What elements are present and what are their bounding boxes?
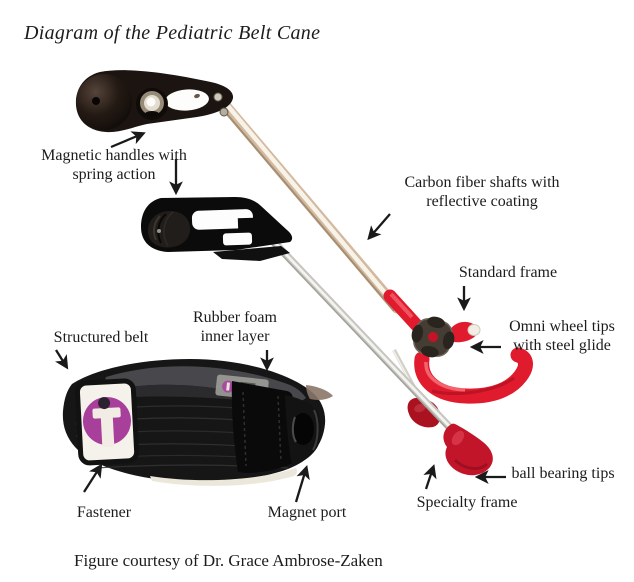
arrow-carbon-fiber <box>367 213 391 241</box>
omni-wheel-tip-photo <box>383 289 481 358</box>
arrow-fastener <box>83 463 103 493</box>
diagram-title: Diagram of the Pediatric Belt Cane <box>24 22 321 44</box>
arrow-magnetic-handle-top <box>110 131 146 149</box>
velcro-strap-photo <box>231 381 295 473</box>
shaft-specialty-photo <box>268 236 465 443</box>
label-carbon-fiber-line1: Carbon fiber shafts with <box>404 174 560 191</box>
label-magnetic-handles: Magnetic handles with spring action <box>28 146 200 184</box>
label-magnet-port: Magnet port <box>267 504 347 521</box>
label-omni-wheel-line2: with steel glide <box>513 337 611 354</box>
label-magnetic-handles-line2: spring action <box>72 166 156 183</box>
label-carbon-fiber-line2: reflective coating <box>426 193 538 210</box>
shaft-standard-photo <box>218 98 403 314</box>
label-omni-wheel-line1: Omni wheel tips <box>509 318 615 335</box>
ball-bearing-tip-photo <box>443 423 493 476</box>
label-standard-frame: Standard frame <box>458 264 558 281</box>
label-specialty-frame: Specialty frame <box>416 494 518 511</box>
label-fastener: Fastener <box>76 504 132 521</box>
magnetic-handle-top-photo <box>75 70 234 133</box>
label-rubber-foam: Rubber foam inner layer <box>168 308 302 346</box>
belt-label-photo <box>74 378 140 466</box>
label-omni-wheel: Omni wheel tips with steel glide <box>494 317 630 355</box>
label-magnetic-handles-line1: Magnetic handles with <box>41 147 187 164</box>
label-rubber-foam-line1: Rubber foam <box>193 309 277 326</box>
label-carbon-fiber: Carbon fiber shafts with reflective coat… <box>395 173 569 211</box>
label-ball-bearing-tips: ball bearing tips <box>511 465 615 482</box>
standard-frame-photo <box>414 347 533 404</box>
figure-caption: Figure courtesy of Dr. Grace Ambrose-Zak… <box>74 551 383 570</box>
arrow-structured-belt <box>55 349 69 370</box>
label-rubber-foam-line2: inner layer <box>200 328 270 345</box>
arrow-specialty-frame <box>423 464 437 490</box>
belt-photo <box>62 359 333 486</box>
arrow-magnet-port <box>294 465 310 503</box>
label-structured-belt: Structured belt <box>53 329 149 346</box>
annotation-arrows <box>55 131 506 503</box>
magnetic-handle-bottom-photo <box>141 197 293 261</box>
